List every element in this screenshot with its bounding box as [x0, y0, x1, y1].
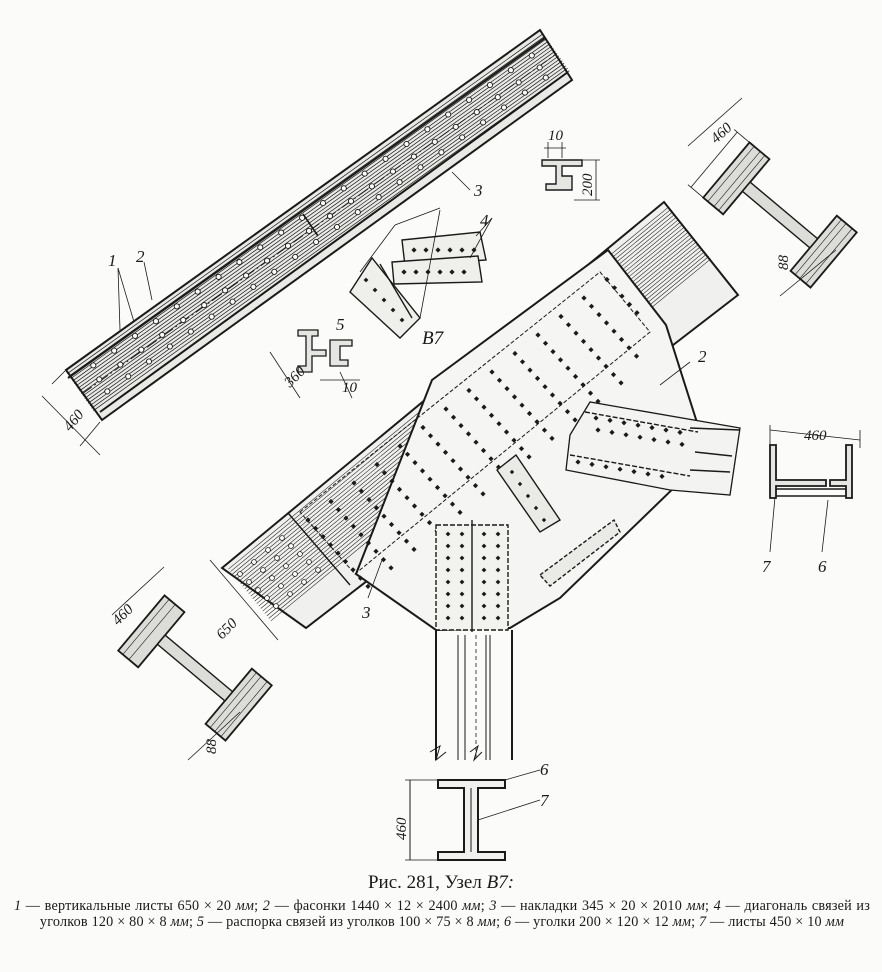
caption-node: B7:: [486, 872, 515, 893]
upper-chord-member: [64, 28, 574, 422]
h-section-top-right: [687, 129, 859, 289]
dim-460-left: 460: [61, 407, 88, 435]
h-section-bottom-left: [116, 594, 274, 742]
label-3-top: 3: [473, 181, 483, 200]
dim-460-right: 460: [804, 428, 827, 444]
legend-item-6: 6 — уголки 200 × 120 × 12 мм;: [503, 914, 700, 930]
legend-item-5: 5 — распорка связей из уголков 100 × 75 …: [196, 914, 504, 930]
label-7-bottom: 7: [540, 791, 550, 810]
legend-item-7: 7 — листы 450 × 10 мм: [699, 914, 845, 930]
dim-88-bottom-left: 88: [204, 739, 220, 755]
main-bolts: [237, 276, 640, 609]
legend-item-4: 4 — диагональ связей из уголков 120 × 80…: [39, 898, 871, 930]
label-2-gusset: 2: [698, 347, 707, 366]
section-right-6-7: [769, 425, 861, 553]
diagonal-bracing: [349, 207, 493, 339]
dim-10-mid: 10: [342, 380, 358, 396]
column-section-bottom: [405, 769, 541, 861]
label-3-bottom: 3: [361, 603, 371, 622]
caption-prefix: Рис. 281, Узел: [367, 872, 487, 893]
legend-item-1: 1 — вертикальные листы 650 × 20 мм;: [14, 898, 263, 914]
dim-650: 650: [214, 615, 242, 643]
leader-lines: [41, 97, 837, 761]
label-2-top: 2: [136, 247, 145, 266]
dim-10-top: 10: [548, 128, 564, 144]
dim-460-bottom-left: 460: [110, 601, 138, 629]
label-6-right: 6: [818, 557, 827, 576]
label-node-b7: B7: [422, 328, 445, 349]
dim-88-top-right: 88: [776, 255, 792, 271]
label-1: 1: [108, 251, 117, 270]
label-5: 5: [336, 315, 345, 334]
dim-200: 200: [580, 173, 596, 196]
chord-bolts: [90, 52, 549, 395]
node-b7-drawing: B7 1 2 3 4 5 2 3 7 6 6 7 460 88 460 460 …: [41, 28, 861, 861]
figure-legend: 1 — вертикальные листы 650 × 20 мм; 2 — …: [14, 898, 870, 930]
vertical-column: [429, 520, 513, 762]
splice-plates: [237, 271, 651, 609]
legend-item-2: 2 — фасонки 1440 × 12 × 2400 мм;: [262, 898, 490, 914]
label-4: 4: [480, 211, 489, 230]
strut-section-5: [269, 329, 360, 399]
gusset-stiffener: [496, 453, 621, 587]
dim-460-top-right: 460: [708, 120, 736, 147]
legend-item-3: 3 — накладки 345 × 20 × 2010 мм;: [489, 898, 714, 914]
right-bracing-bolts: [575, 415, 685, 479]
drawing-labels: B7 1 2 3 4 5 2 3 7 6 6 7: [108, 181, 827, 810]
right-bracing: [565, 401, 741, 496]
figure-caption: Рис. 281, Узел B7:: [0, 872, 882, 894]
label-7-right: 7: [762, 557, 772, 576]
label-6-bottom: 6: [540, 760, 549, 779]
channel-detail-top: [541, 142, 600, 201]
dim-460-bottom: 460: [394, 817, 410, 840]
